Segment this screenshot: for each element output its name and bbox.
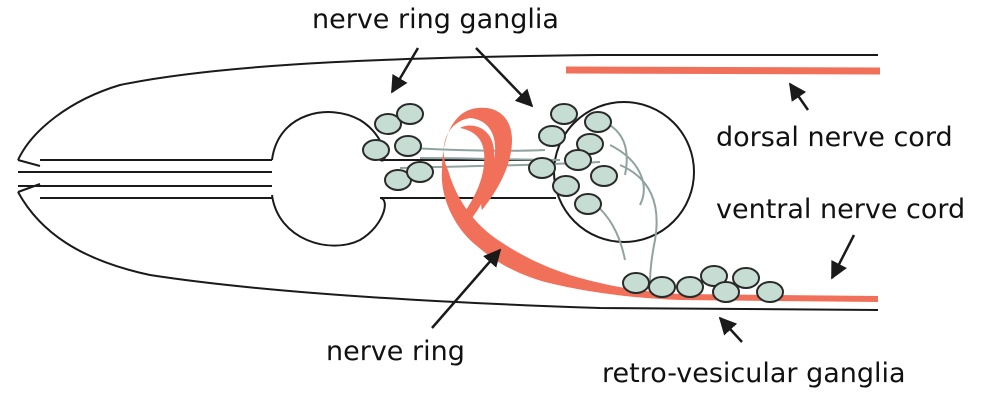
neuron: [575, 194, 601, 214]
arrow-dorsal-nerve-cord: [790, 84, 808, 110]
process: [410, 148, 545, 151]
label-retro-vesicular-ganglia: retro-vesicular ganglia: [602, 360, 906, 387]
arrow-nerve-ring-ganglia-left: [392, 48, 418, 92]
neuron: [529, 158, 555, 178]
neuron: [757, 282, 783, 302]
mouth-notch: [18, 160, 40, 192]
label-dorsal-nerve-cord: dorsal nerve cord: [716, 124, 953, 151]
neuron: [565, 150, 591, 170]
neuron: [407, 162, 433, 182]
neuron: [677, 277, 703, 297]
neuron: [395, 136, 421, 156]
process: [620, 165, 657, 283]
neuron: [733, 268, 759, 288]
nerve-ring-inner-loop: [460, 126, 494, 218]
pharynx-anterior-bulb: [272, 112, 385, 246]
neuron: [649, 277, 675, 297]
arrow-retro-vesicular-ganglia: [720, 318, 742, 342]
label-nerve-ring: nerve ring: [326, 338, 465, 365]
neuron: [585, 112, 611, 132]
dorsal-nerve-cord: [566, 70, 880, 71]
neuron: [363, 140, 389, 160]
label-ventral-nerve-cord: ventral nerve cord: [716, 196, 965, 223]
neuron: [623, 273, 649, 293]
neuron: [551, 104, 577, 124]
neuron: [591, 166, 617, 186]
arrow-ventral-nerve-cord: [832, 235, 854, 278]
arrow-nerve-ring: [432, 250, 500, 328]
neuron: [553, 176, 579, 196]
neuron: [539, 126, 565, 146]
pharynx-terminal-bulb: [554, 102, 694, 242]
neuron: [397, 104, 423, 124]
neuron: [713, 282, 739, 302]
label-nerve-ring-ganglia: nerve ring ganglia: [312, 6, 559, 33]
